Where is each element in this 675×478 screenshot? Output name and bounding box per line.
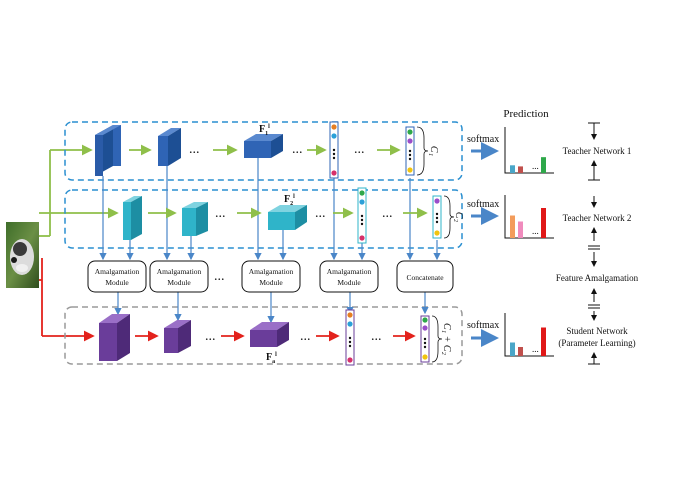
amalgamation-row: Amalgamation Module Amalgamation Module … (87, 260, 454, 293)
prediction-bar (541, 327, 546, 356)
chart1-dots: ... (532, 161, 539, 171)
label-feature-amalgamation: Feature Amalgamation (556, 273, 639, 283)
student-network-box (64, 306, 463, 365)
teacher2-feature-label: F2l (284, 194, 295, 207)
prediction-chart-teacher2: ... (504, 195, 554, 239)
svg-text:Amalgamation: Amalgamation (95, 267, 140, 276)
student-cube-3 (250, 322, 289, 347)
student-vector-1 (345, 309, 355, 366)
svg-text:Amalgamation: Amalgamation (157, 267, 202, 276)
prediction-bar (510, 215, 515, 238)
teacher2-cube-2 (182, 202, 208, 236)
teacher1-dots-3: ... (354, 142, 365, 157)
teacher2-dots-1: ... (215, 206, 226, 221)
prediction-bar (510, 342, 515, 356)
softmax-student: softmax (467, 320, 499, 347)
teacher2-class-label: C₂ (453, 212, 464, 223)
svg-text:softmax: softmax (467, 199, 499, 210)
teacher1-cube-2 (158, 128, 181, 166)
svg-text:Module: Module (337, 278, 361, 287)
svg-text:Module: Module (259, 278, 283, 287)
student-vector-2 (420, 315, 430, 363)
teacher1-feature-label: F1l (259, 124, 270, 137)
student-cube-1 (99, 314, 130, 361)
prediction-bar (518, 166, 523, 173)
amalgamation-module-3: Amalgamation Module (241, 260, 301, 293)
svg-text:Amalgamation: Amalgamation (249, 267, 294, 276)
teacher1-dots-2: ... (292, 142, 303, 157)
teacher-network-1-box (64, 121, 463, 181)
student-cube-2 (164, 320, 191, 353)
label-student-network: Student Network (566, 326, 628, 336)
teacher2-dots-3: ... (382, 206, 393, 221)
svg-text:Concatenate: Concatenate (406, 273, 444, 282)
teacher2-cube-3 (268, 205, 307, 230)
svg-text:Amalgamation: Amalgamation (327, 267, 372, 276)
amalgamation-module-2: Amalgamation Module (149, 260, 209, 293)
prediction-bar (518, 347, 523, 356)
amalgamation-module-4: Amalgamation Module (319, 260, 379, 293)
amalgamation-module-1: Amalgamation Module (87, 260, 147, 293)
right-label-markers (588, 122, 600, 365)
teacher1-class-label: C₁ (428, 146, 439, 156)
chart2-dots: ... (532, 226, 539, 236)
prediction-bar (510, 165, 515, 173)
input-connections (39, 144, 119, 342)
vertical-arrows (99, 158, 441, 324)
student-feature-label: Fal (266, 352, 277, 365)
teacher1-row: ... F1l ... ... C₁ (95, 121, 439, 179)
softmax-teacher2: softmax (467, 199, 499, 225)
concatenate-module: Concatenate (396, 260, 454, 293)
teacher1-dots-1: ... (189, 142, 200, 157)
prediction-bar (541, 208, 546, 238)
teacher2-vector-2 (432, 195, 442, 239)
svg-text:Module: Module (105, 278, 129, 287)
teacher-network-2-box (64, 189, 463, 249)
svg-text:softmax: softmax (467, 320, 499, 331)
teacher2-row: ... F2l ... ... C₂ (123, 187, 464, 244)
prediction-title: Prediction (503, 108, 549, 120)
input-image (6, 222, 39, 288)
label-teacher-network-2: Teacher Network 2 (563, 213, 632, 223)
prediction-bar (518, 221, 523, 238)
prediction-bar (541, 157, 546, 173)
teacher1-vector-2 (405, 126, 415, 176)
softmax-teacher1: softmax (467, 134, 499, 160)
student-dots-1: ... (205, 329, 216, 344)
svg-text:softmax: softmax (467, 134, 499, 145)
label-teacher-network-1: Teacher Network 1 (563, 146, 632, 156)
teacher2-vector-1 (357, 187, 367, 244)
teacher1-cube-1 (95, 125, 121, 176)
student-dots-2: ... (300, 329, 311, 344)
teacher1-vector-1 (329, 121, 339, 179)
teacher2-cube-1 (123, 196, 142, 240)
student-dots-3: ... (371, 329, 382, 344)
teacher2-dots-2: ... (315, 206, 326, 221)
student-class-label: C₁ + C₂ (441, 323, 452, 356)
prediction-chart-student: ... (504, 313, 554, 357)
label-parameter-learning: (Parameter Learning) (558, 338, 635, 348)
svg-text:Module: Module (167, 278, 191, 287)
chart3-dots: ... (532, 344, 539, 354)
prediction-chart-teacher1: ... (504, 127, 554, 174)
teacher1-cube-3 (244, 134, 283, 158)
amalgamation-dots: ... (214, 269, 225, 284)
student-row: ... Fal ... ... C₁ + C₂ (99, 309, 452, 366)
